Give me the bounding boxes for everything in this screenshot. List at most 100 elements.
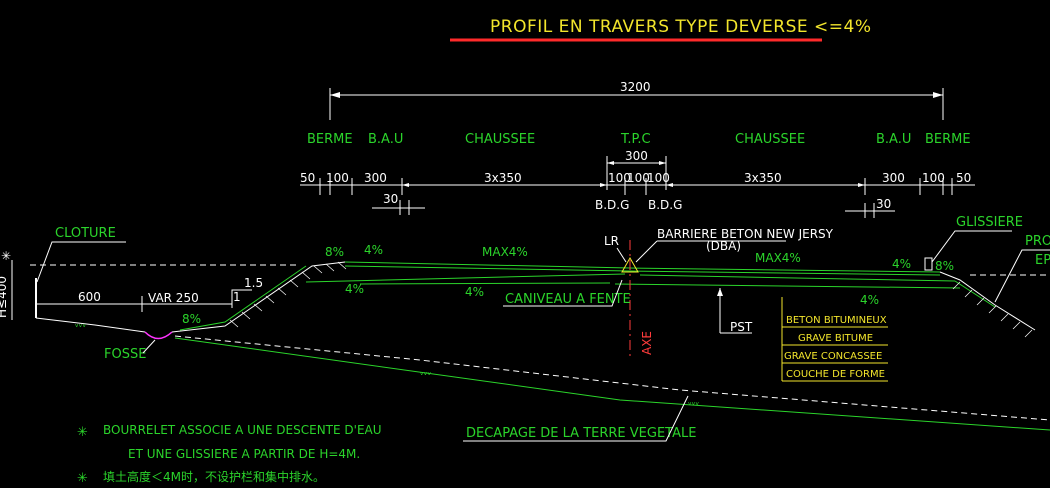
subgrade-left: [305, 273, 626, 283]
fosse-label: FOSSE: [104, 347, 146, 362]
grass-marks: ᵛᵛᵛ ᵛᵛᵛ ᵛᵛᵛ: [75, 323, 700, 411]
prot-label: PROT: [1025, 234, 1050, 249]
pst-label: PST: [730, 320, 753, 334]
barrier-new-jersey: [621, 256, 639, 273]
slope-berme-left: 8%: [325, 245, 344, 259]
glissiere-post: [924, 257, 933, 271]
zone-bau-right: B.A.U: [876, 132, 911, 147]
dim-right-100: 100: [922, 171, 945, 185]
note-star-1: ✳: [77, 425, 88, 440]
slope-horizontal: 1.5: [244, 276, 263, 290]
note-star-2: ✳: [77, 471, 88, 486]
pavement-bottom-right: [614, 283, 961, 289]
dim-right-bdg: 100: [647, 171, 670, 185]
zone-tpc: T.P.C: [620, 132, 651, 147]
ep-label: EP: [1035, 253, 1050, 268]
pavement-left-layer: [344, 265, 631, 272]
height-label: H≤400: [0, 276, 9, 318]
lr-label: LR: [604, 234, 619, 248]
dim-left-50: 50: [300, 171, 315, 185]
layer-couche-de-forme: COUCHE DE FORME: [786, 369, 885, 380]
pavement-bottom-left: [359, 282, 611, 285]
dim-right-lanes: 3x350: [744, 171, 782, 185]
curb-right-30: 30: [876, 197, 891, 211]
layer-beton-bitumineux: BETON BITUMINEUX: [786, 315, 887, 326]
dim-left-lanes: 3x350: [484, 171, 522, 185]
embankment-left-hatch: [229, 261, 347, 328]
caniveau-leader: [503, 279, 623, 307]
dim-left-300: 300: [364, 171, 387, 185]
fosse-ditch: [144, 331, 173, 340]
natural-ground-left: [35, 317, 146, 333]
total-width-label: 3200: [620, 80, 651, 94]
dim-tpc-center: 100: [627, 171, 650, 185]
decapage-line: [174, 337, 1050, 431]
slope-bau-right: 4%: [892, 257, 911, 271]
slope-max-right: MAX4%: [755, 251, 801, 265]
zone-bau-left: B.A.U: [368, 132, 403, 147]
embankment-left-fill: [179, 265, 307, 331]
zone-berme-left: BERME: [307, 132, 353, 147]
embankment-right-fill: [954, 280, 996, 308]
bdg-left-label: B.D.G: [595, 198, 629, 212]
dim-right-50: 50: [956, 171, 971, 185]
slope-triangle: [231, 289, 252, 308]
natural-ground: [174, 335, 1050, 421]
height-dimension: H≤400 ✳: [0, 249, 13, 320]
zone-chaussee-left: CHAUSSEE: [465, 132, 535, 147]
glissiere-label: GLISSIERE: [956, 215, 1023, 230]
slope-vertical: 1: [233, 290, 241, 304]
tpc-width-label: 300: [625, 149, 648, 163]
dim-left-bdg: 100: [608, 171, 631, 185]
slope-under-mid: 4%: [465, 285, 484, 299]
layer-grave-bitume: GRAVE BITUME: [798, 333, 873, 344]
slope-max-left: MAX4%: [482, 245, 528, 259]
ditch-dimensions: 600 VAR 250: [36, 290, 232, 312]
drawing-title: PROFIL EN TRAVERS TYPE DEVERSE <=4%: [490, 17, 871, 37]
svg-text:ᵛᵛᵛ: ᵛᵛᵛ: [420, 371, 432, 381]
bdg-right-label: B.D.G: [648, 198, 682, 212]
total-dimension: 3200: [329, 80, 944, 120]
cloture-label: CLOTURE: [55, 226, 116, 241]
decapage-label: DECAPAGE DE LA TERRE VEGETALE: [466, 426, 696, 441]
embankment-right-hatch: [952, 281, 1033, 338]
slope-bau-left: 4%: [364, 243, 383, 257]
slope-fosse: 8%: [182, 312, 201, 326]
svg-text:✳: ✳: [1, 249, 11, 263]
pavement-left-top: [344, 261, 631, 269]
curb-left-30: 30: [383, 192, 398, 206]
tpc-dimension: 300: [606, 149, 667, 190]
pavement-right-top: [629, 267, 941, 273]
slope-under-left: 4%: [345, 282, 364, 296]
svg-text:ᵛᵛᵛ: ᵛᵛᵛ: [75, 323, 87, 333]
curb-dimensions: 30 30 B.D.G B.D.G: [372, 192, 895, 218]
layer-grave-concassee: GRAVE CONCASSEE: [784, 351, 882, 362]
axe-label: AXE: [640, 331, 654, 355]
note-1-line-2: ET UNE GLISSIERE A PARTIR DE H=4M.: [128, 447, 360, 461]
prot-leader: [994, 249, 1050, 303]
svg-text:ᵛᵛᵛ: ᵛᵛᵛ: [688, 401, 700, 411]
decapage-leader: [463, 395, 689, 442]
glissiere-leader: [931, 230, 1012, 263]
dim-right-300: 300: [882, 171, 905, 185]
lane-dimension-chain: 50 100 300 3x350 100 100 100 3x350 300 1…: [300, 171, 975, 195]
zone-chaussee-right: CHAUSSEE: [735, 132, 805, 147]
dim-left-100: 100: [326, 171, 349, 185]
dim-600: 600: [78, 290, 101, 304]
barrier-label: BARRIERE BETON NEW JERSY: [657, 227, 834, 241]
subgrade-right: [639, 274, 956, 282]
dim-var-250: VAR 250: [148, 291, 199, 305]
slope-under-right: 4%: [860, 293, 879, 307]
slope-berme-right: 8%: [935, 259, 954, 273]
note-1-line-1: BOURRELET ASSOCIE A UNE DESCENTE D'EAU: [103, 423, 382, 437]
note-2: 填土高度＜4M时，不设护栏和集中排水。: [103, 469, 325, 484]
pavement-right-layer: [629, 270, 941, 276]
pavement-layers-legend: BETON BITUMINEUX GRAVE BITUME GRAVE CONC…: [781, 297, 888, 382]
embankment-left: [171, 261, 346, 333]
embankment-right: [939, 271, 1036, 331]
zone-berme-right: BERME: [925, 132, 971, 147]
caniveau-label: CANIVEAU A FENTE: [505, 292, 631, 307]
dba-label: (DBA): [706, 239, 741, 253]
cloture-leader: [36, 241, 126, 283]
